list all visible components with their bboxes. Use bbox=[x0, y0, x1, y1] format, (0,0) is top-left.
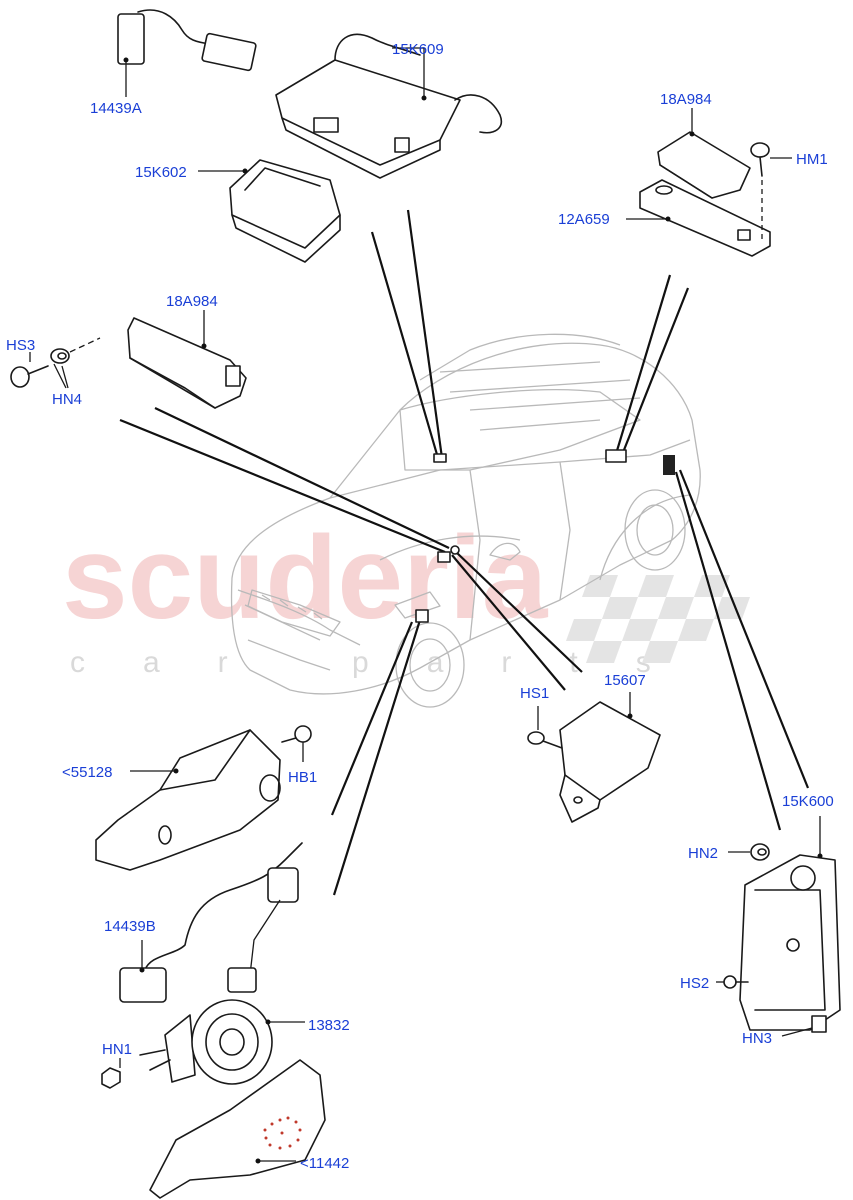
label-hn4: HN4 bbox=[52, 391, 82, 408]
horn-13832-part bbox=[139, 967, 305, 1085]
guide-lines bbox=[119, 209, 810, 896]
watermark-checker-icon bbox=[565, 575, 750, 663]
label-18a984-left: 18A984 bbox=[166, 293, 218, 310]
label-15k600: 15K600 bbox=[782, 793, 834, 810]
screw-hs1-part bbox=[527, 706, 563, 749]
clip-hn3-part bbox=[781, 1015, 827, 1037]
label-12a659: 12A659 bbox=[558, 211, 610, 228]
label-hn1: HN1 bbox=[102, 1041, 132, 1058]
nut-hn2-part bbox=[728, 843, 770, 861]
screw-hm1-part bbox=[750, 142, 792, 240]
watermark-subtext: car parts bbox=[70, 646, 709, 679]
label-14439b: 14439B bbox=[104, 918, 156, 935]
label-55128: <55128 bbox=[62, 764, 112, 781]
label-hm1: HM1 bbox=[796, 151, 828, 168]
connector-14439a-part bbox=[117, 9, 257, 97]
harness-14439b-part bbox=[119, 842, 303, 1003]
vehicle-markers bbox=[415, 449, 675, 623]
label-18a984-top: 18A984 bbox=[660, 91, 712, 108]
nut-hn1-part bbox=[101, 1058, 121, 1089]
label-11442: <11442 bbox=[300, 1155, 349, 1172]
nut-hn4-part bbox=[50, 337, 101, 389]
label-hn2: HN2 bbox=[688, 845, 718, 862]
module-15k600-part bbox=[739, 816, 841, 1031]
label-14439a: 14439A bbox=[90, 100, 142, 117]
bracket-12a659-part bbox=[626, 179, 771, 257]
label-hb1: HB1 bbox=[288, 769, 317, 786]
bolt-hb1-part bbox=[281, 725, 312, 762]
label-hs2: HS2 bbox=[680, 975, 709, 992]
label-15k602: 15K602 bbox=[135, 164, 187, 181]
vent-dots-icon bbox=[263, 1116, 302, 1150]
watermark: scuderia car parts bbox=[62, 512, 750, 679]
module-15k609-part bbox=[275, 33, 502, 179]
vehicle-outline bbox=[230, 333, 701, 708]
label-hs1: HS1 bbox=[520, 685, 549, 702]
part-labels: 14439A 15K609 15K602 18A984 HM1 12A659 1… bbox=[6, 41, 834, 1172]
bracket-55128-part bbox=[95, 729, 281, 871]
screw-hs3-part bbox=[10, 352, 49, 388]
watermark-text: scuderia bbox=[62, 512, 549, 644]
label-hs3: HS3 bbox=[6, 337, 35, 354]
module-15607-part bbox=[559, 692, 661, 823]
module-15k602-part bbox=[198, 159, 341, 263]
label-15k609: 15K609 bbox=[392, 41, 444, 58]
shield-11442-part bbox=[149, 1059, 326, 1199]
sensor-18a984-top-part bbox=[657, 108, 751, 199]
label-13832: 13832 bbox=[308, 1017, 350, 1034]
screw-hs2-part bbox=[716, 975, 749, 989]
label-15607: 15607 bbox=[604, 672, 646, 689]
sensor-18a984-left-part bbox=[127, 310, 247, 409]
label-hn3: HN3 bbox=[742, 1030, 772, 1047]
